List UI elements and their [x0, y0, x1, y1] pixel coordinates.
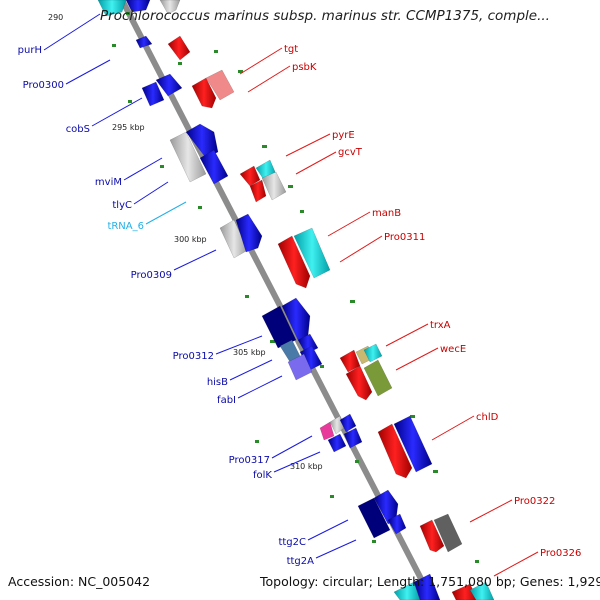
gene-Pro0317-c[interactable] [339, 413, 357, 433]
gene-label-Pro0317[interactable]: Pro0317 [229, 455, 270, 466]
gene-Pro0309-b[interactable] [235, 213, 263, 253]
gene-fabI[interactable] [287, 353, 313, 381]
kbp-mark-310: 310 kbp [290, 462, 323, 471]
gene-top-right-grey[interactable] [159, 0, 181, 15]
gene-top-right-red[interactable] [167, 35, 191, 61]
gene-label-Pro0322[interactable]: Pro0322 [514, 496, 555, 507]
gene-label-Pro0326[interactable]: Pro0326 [540, 548, 581, 559]
gene-label-ttg2C[interactable]: ttg2C [278, 537, 306, 548]
gene-trxA-c[interactable] [363, 343, 383, 363]
gene-Pro0312-a[interactable] [261, 305, 297, 349]
gene-wecE-a[interactable] [345, 365, 373, 401]
gene-ttg2A[interactable] [387, 513, 407, 535]
gene-label-mviM[interactable]: mviM [95, 177, 122, 188]
gene-tlyC[interactable] [199, 149, 229, 185]
accession-text: Accession: NC_005042 [8, 574, 151, 589]
gene-manB[interactable] [277, 235, 311, 289]
gene-label-fabI[interactable]: fabI [217, 395, 236, 406]
gene-tgt[interactable] [191, 77, 217, 109]
gene-mviM-b[interactable] [185, 123, 219, 159]
gene-label-ttg2A[interactable]: ttg2A [287, 556, 315, 567]
gene-Pro0311[interactable] [293, 227, 331, 279]
gene-label-Pro0312[interactable]: Pro0312 [173, 351, 214, 362]
gene-ttg2C-b[interactable] [373, 489, 399, 525]
gene-bottom-blue[interactable] [413, 573, 441, 600]
gene-purH[interactable] [97, 0, 127, 17]
gene-Pro0317-a[interactable] [319, 421, 335, 441]
kbp-mark-300: 300 kbp [174, 235, 207, 244]
gene-label-purH[interactable]: purH [18, 45, 42, 56]
gene-pyrE[interactable] [239, 165, 261, 187]
map-title: Prochlorococcus marinus subsp. marinus s… [100, 8, 550, 24]
gene-Pro0326-b[interactable] [469, 581, 495, 600]
kbp-mark-295: 295 kbp [112, 123, 145, 132]
gene-fragment-top[interactable] [125, 0, 151, 13]
gene-label-folK[interactable]: folK [253, 470, 272, 481]
left-callout-lines [43, 13, 357, 559]
right-callout-lines [239, 47, 539, 577]
gene-label-cobS[interactable]: cobS [66, 124, 90, 135]
right-gene-labels: tgt psbK pyrE gcvT manB Pro0311 trxA wec… [284, 44, 581, 559]
gene-Pro0326[interactable] [451, 583, 479, 600]
gene-wecE-b[interactable] [363, 359, 393, 397]
gene-label-Pro0309[interactable]: Pro0309 [131, 270, 172, 281]
tick-dots [112, 12, 479, 563]
gene-label-hisB[interactable]: hisB [207, 377, 228, 388]
gene-label-trxA[interactable]: trxA [430, 320, 451, 331]
gene-folK-b[interactable] [343, 427, 363, 449]
gene-label-wecE[interactable]: wecE [440, 344, 466, 355]
gene-label-gcvT[interactable]: gcvT [338, 147, 363, 158]
gene-label-tgt[interactable]: tgt [284, 44, 298, 55]
gene-mviM-a[interactable] [169, 131, 207, 183]
gene-pyrE-b[interactable] [249, 179, 267, 203]
gene-Pro0322-a[interactable] [419, 519, 445, 553]
kbp-mark-305: 305 kbp [233, 348, 266, 357]
gene-Pro0312-b[interactable] [281, 297, 311, 341]
gene-label-psbK[interactable]: psbK [292, 62, 317, 73]
gene-label-manB[interactable]: manB [372, 208, 401, 219]
kbp-marks: 290 295 kbp 300 kbp 305 kbp 310 kbp [48, 13, 323, 471]
topology-text: Topology: circular; Length: 1,751,080 bp… [260, 574, 600, 589]
gene-psbK[interactable] [205, 69, 235, 101]
gene-top-small[interactable] [135, 35, 153, 49]
gene-folK[interactable] [327, 433, 347, 453]
kbp-mark-290: 290 [48, 13, 63, 22]
gene-Pro0300[interactable] [141, 81, 165, 107]
gene-gcvT-b[interactable] [261, 171, 287, 201]
gene-label-Pro0300[interactable]: Pro0300 [23, 80, 64, 91]
gene-chlD-a[interactable] [377, 423, 413, 479]
gene-ttg2C[interactable] [357, 497, 391, 539]
gene-cobS[interactable] [155, 73, 183, 97]
gene-bottom-cyan[interactable] [393, 581, 421, 600]
gene-label-pyrE[interactable]: pyrE [332, 130, 355, 141]
gene-chlD-b[interactable] [393, 415, 433, 473]
trna-callout-line [145, 201, 187, 225]
gene-Pro0322-b[interactable] [433, 513, 463, 553]
gene-label-Pro0311[interactable]: Pro0311 [384, 232, 425, 243]
left-gene-labels: purH Pro0300 cobS mviM tlyC tRNA_6 Pro03… [18, 45, 314, 567]
gene-label-tRNA_6[interactable]: tRNA_6 [107, 221, 144, 232]
gene-label-chlD[interactable]: chlD [476, 412, 499, 423]
gene-label-tlyC[interactable]: tlyC [112, 200, 132, 211]
